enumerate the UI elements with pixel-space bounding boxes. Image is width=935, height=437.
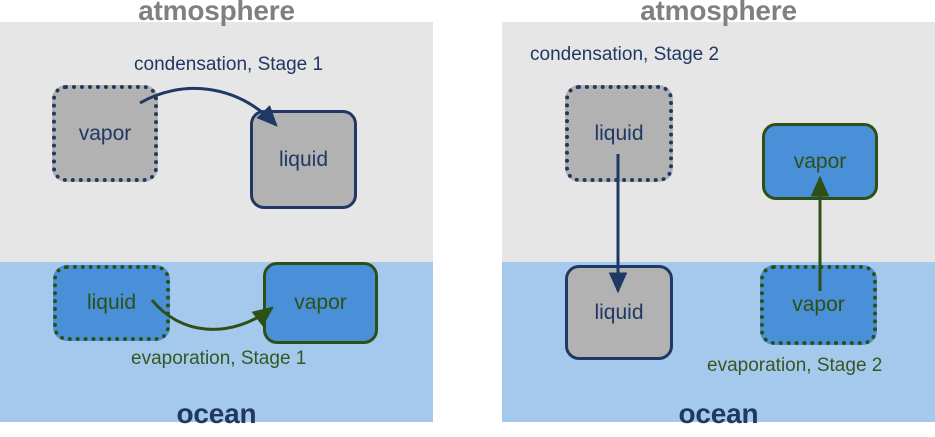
ocean-title-left: ocean <box>176 398 257 429</box>
condensation-label-right: condensation, Stage 2 <box>530 44 720 65</box>
box-vapor-ocean-right[interactable]: vapor <box>760 265 877 345</box>
box-vapor-ocean-left[interactable]: vapor <box>263 262 378 344</box>
condensation-label-left: condensation, Stage 1 <box>134 54 324 75</box>
box-liquid-atmosphere-right[interactable]: liquid <box>565 85 673 182</box>
box-vapor-atmosphere-left[interactable]: vapor <box>52 85 158 182</box>
atmosphere-title-right: atmosphere <box>640 0 797 26</box>
box-vapor-atmosphere-right[interactable]: vapor <box>762 123 878 200</box>
atmosphere-title-left: atmosphere <box>138 0 295 26</box>
box-liquid-atmosphere-left[interactable]: liquid <box>250 110 357 209</box>
panel-stage-1: atmosphere ocean condensation, Stage 1 v… <box>0 0 433 437</box>
ocean-title-right: ocean <box>678 398 759 429</box>
box-liquid-ocean-right[interactable]: liquid <box>565 265 673 360</box>
panel-stage-2: atmosphere ocean condensation, Stage 2 l… <box>502 0 935 437</box>
evaporation-label-right: evaporation, Stage 2 <box>707 355 883 376</box>
evaporation-label-left: evaporation, Stage 1 <box>131 348 307 369</box>
box-liquid-ocean-left[interactable]: liquid <box>53 265 170 341</box>
